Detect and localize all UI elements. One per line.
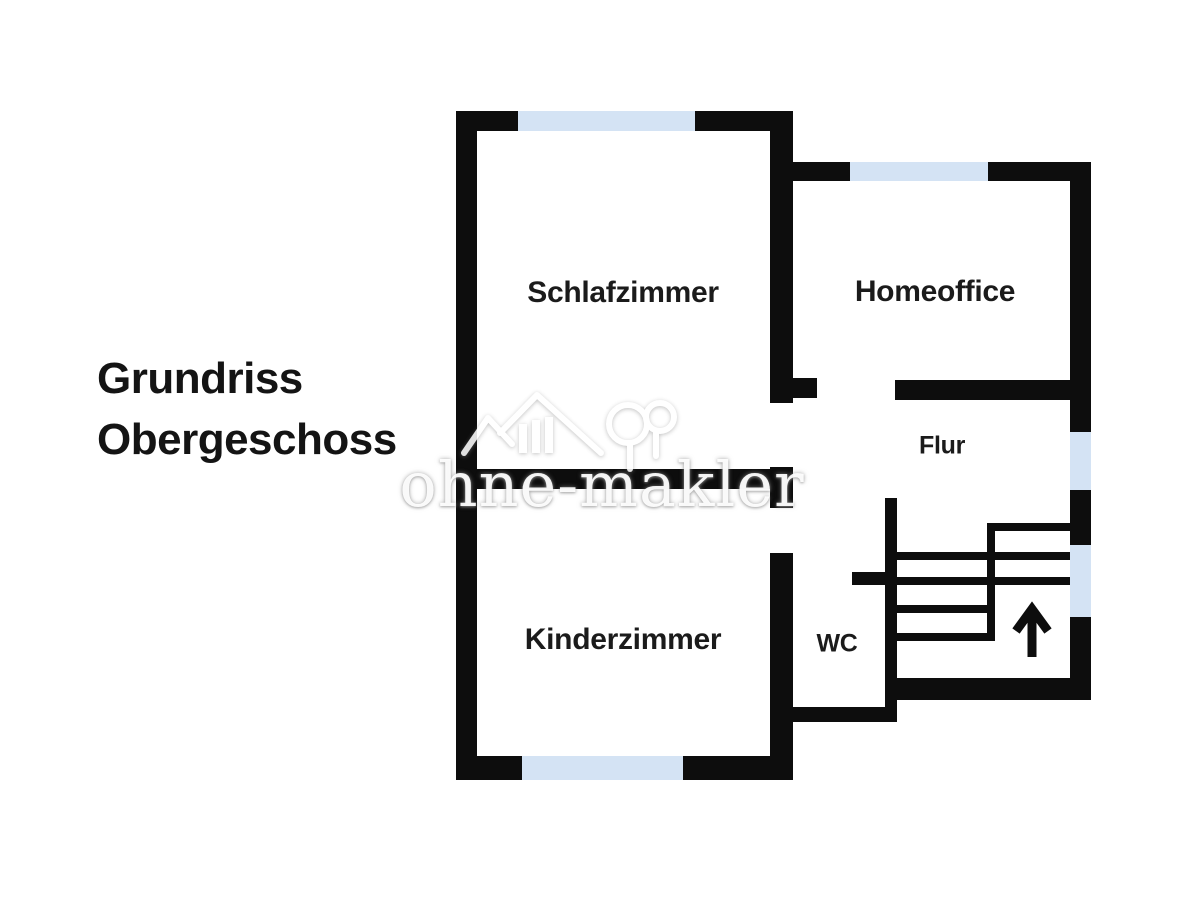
wall-stair-left <box>885 498 897 718</box>
wall-stair-bottom <box>897 678 1091 700</box>
stair-step-3 <box>897 577 1070 585</box>
wall-divider-end-block <box>770 467 793 508</box>
window-homeoffice <box>850 162 988 181</box>
ohne-makler-logo-icon <box>461 392 677 472</box>
stair-step-2 <box>897 552 1070 560</box>
page-title-line1: Grundriss <box>97 354 303 403</box>
wall-wc-top-stub <box>852 572 889 585</box>
stair-step-1 <box>991 523 1070 531</box>
window-flur-lower <box>1070 545 1091 617</box>
room-label-wc: WC <box>816 629 858 658</box>
room-label-kinderzimmer: Kinderzimmer <box>524 623 722 656</box>
wall-homeoffice-door-jamb <box>793 378 817 398</box>
page-title: Grundriss Obergeschoss <box>97 348 397 470</box>
stair-step-4 <box>897 605 991 613</box>
room-label-schlafzimmer: Schlafzimmer <box>527 276 719 309</box>
page-title-line2: Obergeschoss <box>97 415 397 464</box>
wall-schlafzimmer-right <box>770 111 793 403</box>
window-schlafzimmer <box>518 111 695 131</box>
stairs-up-arrow-icon <box>1012 601 1052 657</box>
wall-kinderzimmer-right <box>770 553 793 780</box>
room-label-homeoffice: Homeoffice <box>854 275 1016 308</box>
room-label-flur: Flur <box>918 431 966 460</box>
window-kinderzimmer <box>522 756 683 780</box>
watermark-text: ohne-makler <box>399 448 805 521</box>
wall-wc-bottom <box>793 707 897 722</box>
window-flur-upper <box>1070 432 1091 490</box>
wall-flur-top <box>895 380 1070 400</box>
stair-step-5 <box>897 633 991 641</box>
wall-right-outer <box>1070 162 1091 700</box>
wall-divider-schlaf-kinder <box>477 469 770 489</box>
